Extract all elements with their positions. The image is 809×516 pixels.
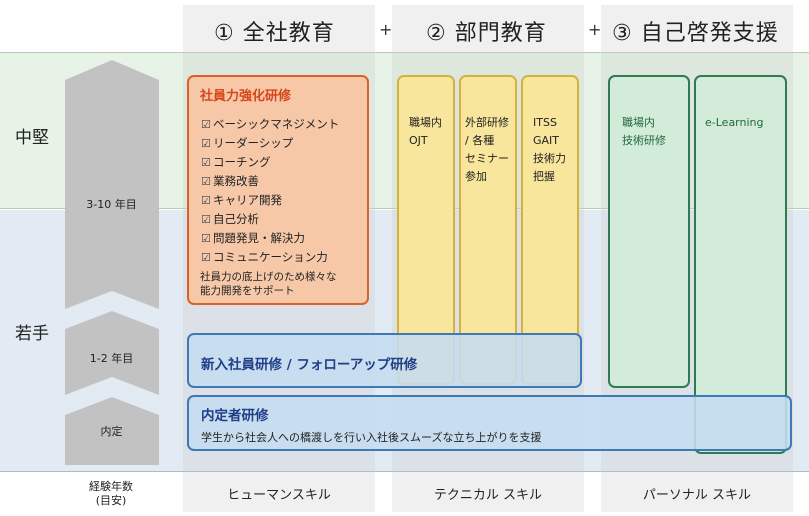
- employee-strength-training-box: 社員力強化研修 ☑ベーシックマネジメント ☑リーダーシップ ☑コーチング ☑業務…: [187, 75, 369, 305]
- checkbox-icon: ☑: [201, 137, 211, 150]
- plus-sign: +: [379, 20, 393, 39]
- years-mid-label: 3-10 年目: [86, 198, 137, 211]
- list-item: ☑コーチング: [201, 153, 339, 172]
- footer-technical-skill: テクニカル スキル: [433, 488, 543, 503]
- naitei-label: 内定: [100, 425, 123, 438]
- naitei-training-box: 内定者研修 学生から社会人への橋渡しを行い入社後スムーズな立ち上がりを支援: [187, 395, 792, 451]
- column-header-self-development: ③ 自己啓発支援: [612, 21, 779, 46]
- checkbox-icon: ☑: [201, 175, 211, 188]
- column-header-department: ② 部門教育: [426, 21, 547, 46]
- footer-human-skill: ヒューマンスキル: [227, 488, 331, 503]
- plus-sign: +: [588, 20, 602, 39]
- footer-personal-skill: パーソナル スキル: [642, 488, 752, 503]
- arrow-segment-naitei: [65, 397, 159, 465]
- column-header-company: ① 全社教育: [214, 21, 335, 46]
- training-item-list: ☑ベーシックマネジメント ☑リーダーシップ ☑コーチング ☑業務改善 ☑キャリア…: [201, 115, 339, 267]
- orange-box-note: 社員力の底上げのため様々な 能力開発をサポート: [200, 271, 337, 297]
- experience-arrow: [65, 60, 159, 465]
- list-item: ☑キャリア開発: [201, 191, 339, 210]
- level-label-young: 若手: [15, 324, 49, 344]
- list-item: ☑問題発見・解決力: [201, 229, 339, 248]
- arrow-segment-young: [65, 311, 159, 395]
- list-item: ☑ベーシックマネジメント: [201, 115, 339, 134]
- years-axis-label: 経験年数 (目安): [89, 480, 133, 507]
- list-item: ☑業務改善: [201, 172, 339, 191]
- onsite-technical-training-box: 職場内 技術研修: [608, 75, 690, 388]
- years-young-label: 1-2 年目: [89, 352, 134, 365]
- checkbox-icon: ☑: [201, 118, 211, 131]
- checkbox-icon: ☑: [201, 156, 211, 169]
- checkbox-icon: ☑: [201, 251, 211, 264]
- list-item: ☑リーダーシップ: [201, 134, 339, 153]
- checkbox-icon: ☑: [201, 232, 211, 245]
- orange-box-title: 社員力強化研修: [200, 89, 292, 104]
- list-item: ☑自己分析: [201, 210, 339, 229]
- arrow-segment-mid: [65, 60, 159, 309]
- list-item: ☑コミュニケーション力: [201, 248, 339, 267]
- level-label-mid: 中堅: [15, 128, 49, 148]
- new-hire-training-box: 新入社員研修 / フォローアップ研修: [187, 333, 582, 388]
- checkbox-icon: ☑: [201, 213, 211, 226]
- e-learning-box: e-Learning: [694, 75, 787, 454]
- checkbox-icon: ☑: [201, 194, 211, 207]
